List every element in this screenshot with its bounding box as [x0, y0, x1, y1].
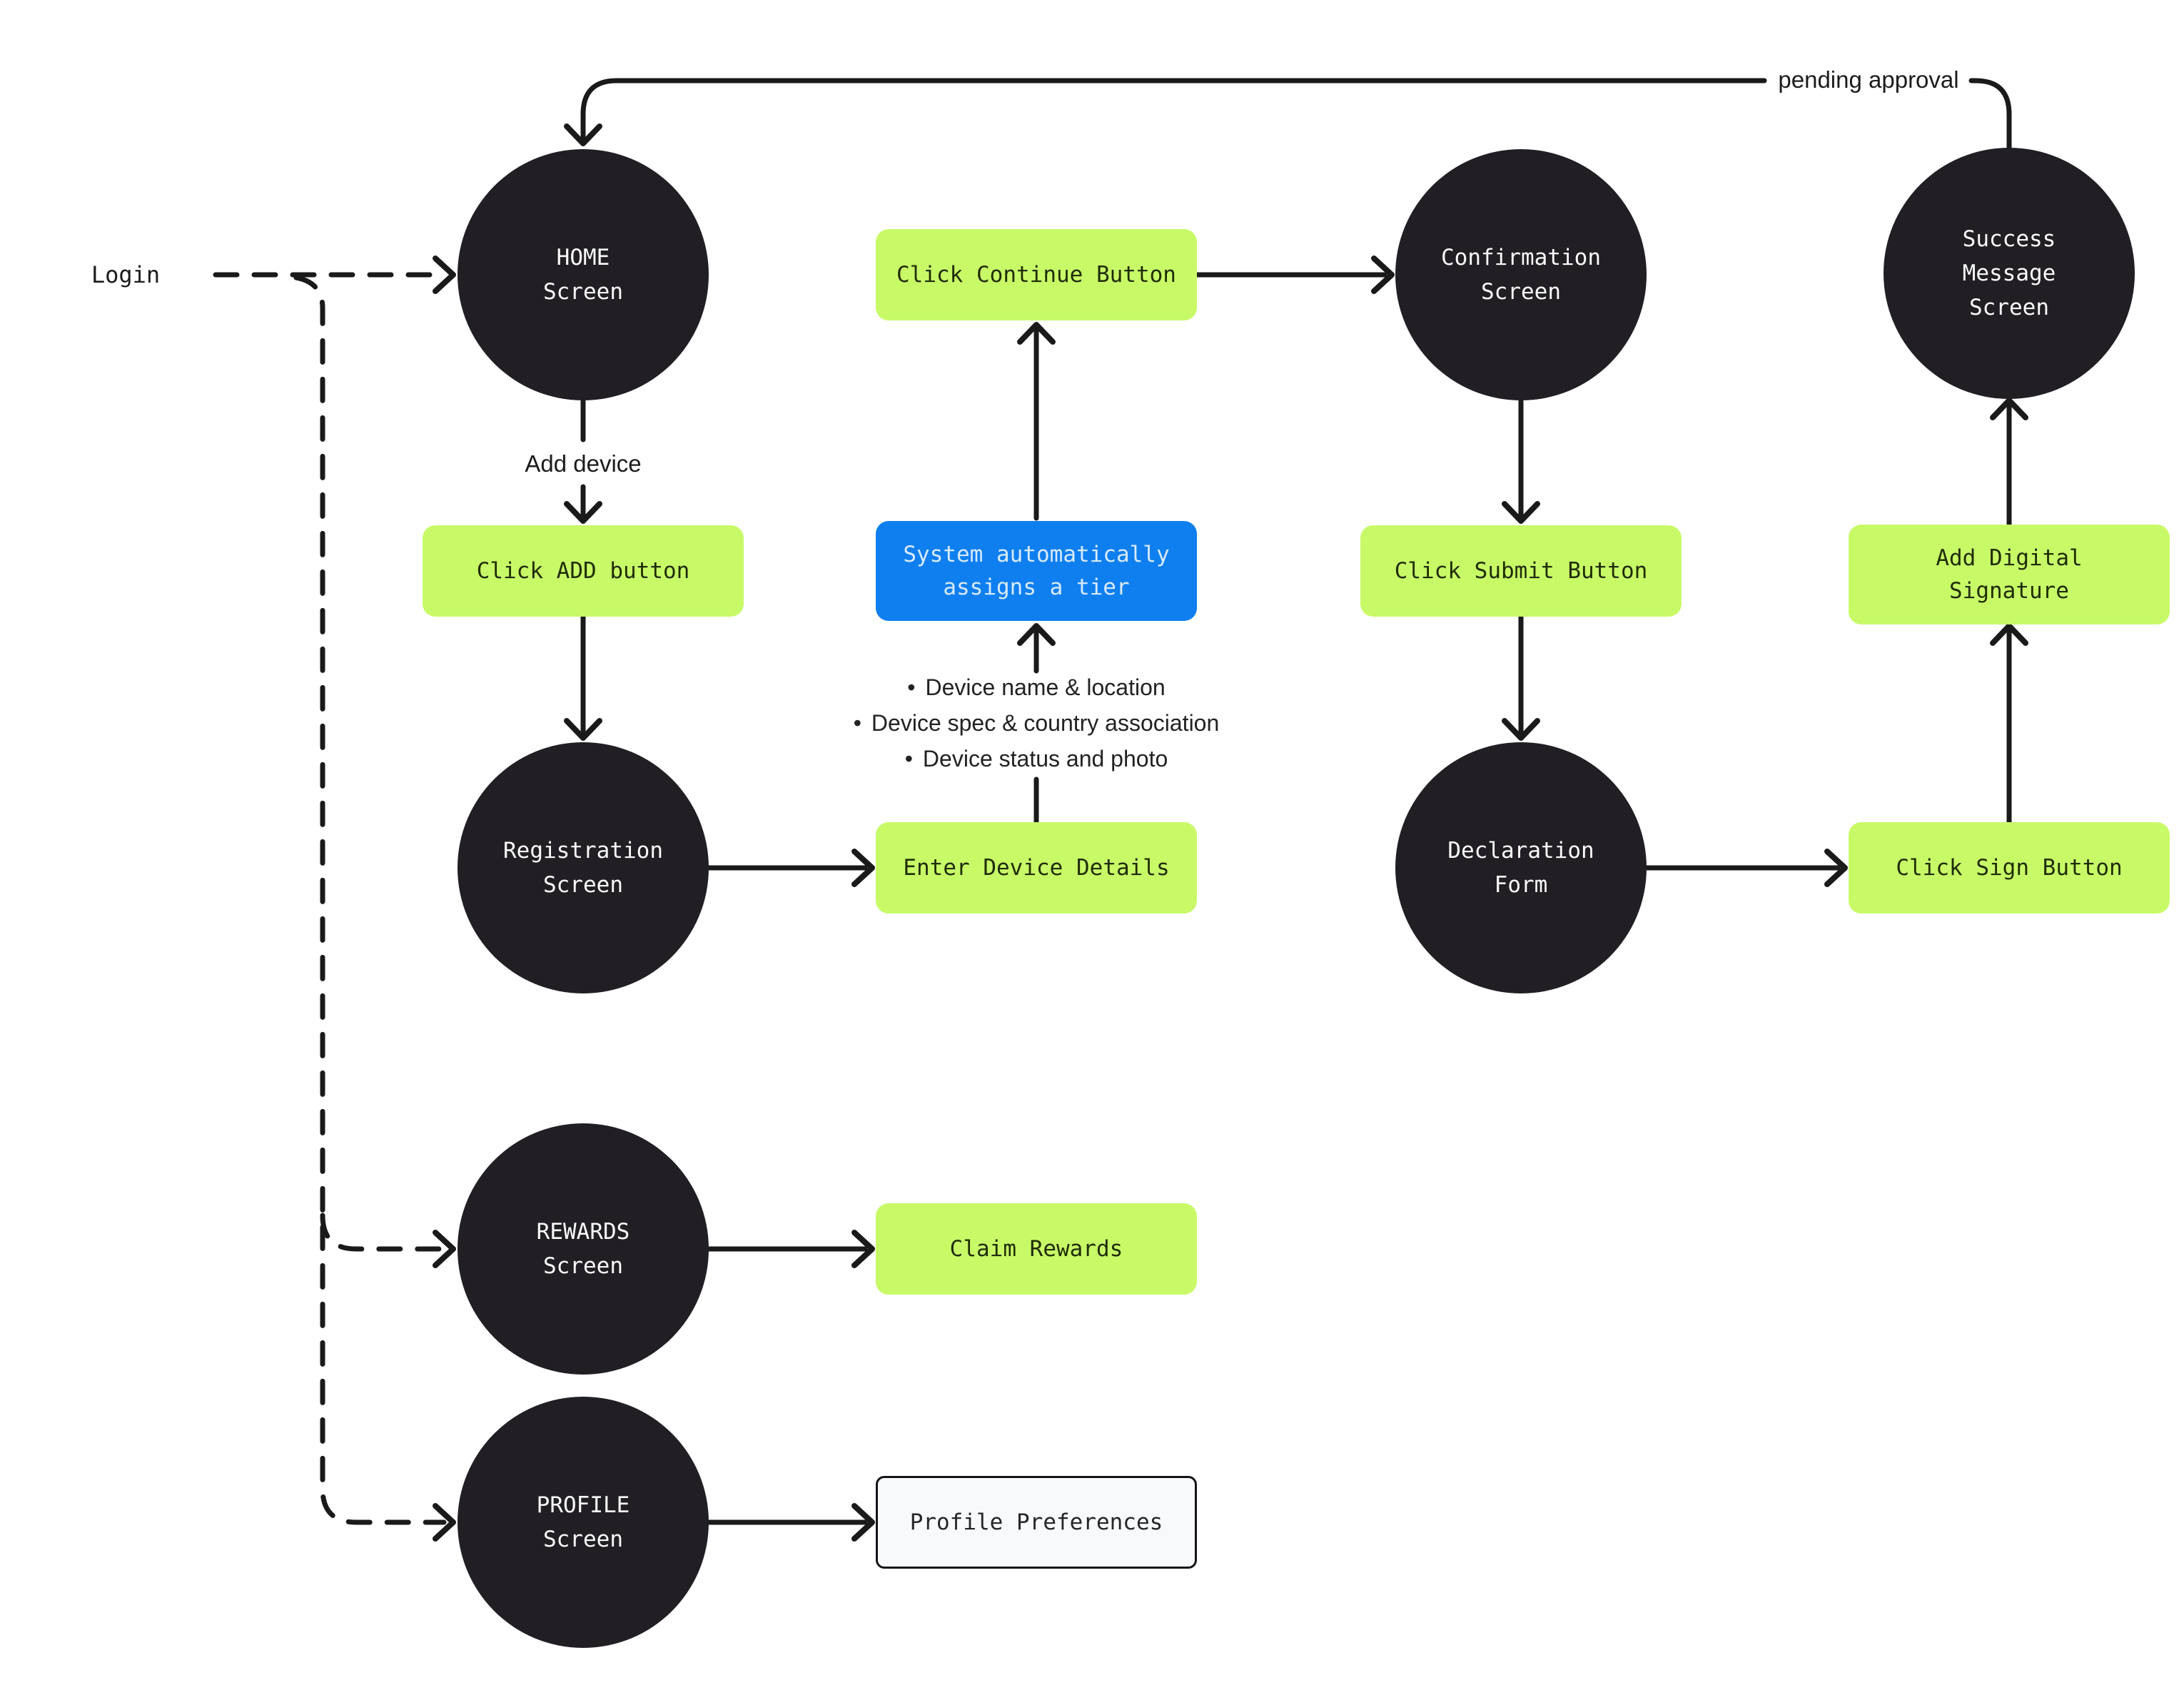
- pending-approval-edge-label: pending approval: [1778, 66, 1959, 93]
- profile-screen-node: PROFILE Screen: [457, 1397, 709, 1648]
- claim-rewards-node: Claim Rewards: [876, 1203, 1197, 1295]
- success-message-screen-node: Success Message Screen: [1884, 148, 2135, 399]
- system-assigns-tier-node: System automatically assigns a tier: [876, 521, 1197, 621]
- add-digital-signature-node: Add Digital Signature: [1849, 525, 2170, 624]
- arrowhead-login-home: [433, 255, 456, 294]
- click-continue-button-node: Click Continue Button: [876, 229, 1197, 320]
- arrowhead-confirmation-submit: [1502, 501, 1540, 524]
- arrowhead-addbtn-registration: [564, 718, 602, 741]
- bullet-dot-icon: •: [904, 746, 913, 771]
- arrowhead-rewards-claim: [851, 1230, 875, 1268]
- success-message-screen-label: Success Message Screen: [1962, 226, 2056, 320]
- arrowhead-submit-declaration: [1502, 718, 1540, 741]
- rewards-screen-label: REWARDS Screen: [536, 1219, 630, 1279]
- arrowhead-tier-continue: [1017, 322, 1056, 345]
- edge-success-loop-right: [1968, 78, 2012, 152]
- arrowhead-continue-confirmation: [1371, 255, 1395, 294]
- bullet-item: • Device spec & country association: [854, 705, 1220, 741]
- bullet-dot-icon: •: [853, 710, 861, 736]
- arrowhead-branch-rewards: [433, 1230, 456, 1268]
- declaration-form-label: Declaration Form: [1447, 838, 1594, 898]
- bullet-item-text: Device status and photo: [922, 746, 1168, 771]
- home-screen-node: HOME Screen: [457, 149, 709, 400]
- registration-screen-node: Registration Screen: [457, 742, 709, 993]
- profile-preferences-node: Profile Preferences: [876, 1476, 1197, 1569]
- edge-branch-rewards-dashed: [320, 1213, 447, 1252]
- arrowhead-bullets-tier: [1017, 623, 1056, 646]
- bullet-item-text: Device spec & country association: [871, 710, 1220, 736]
- profile-preferences-label: Profile Preferences: [909, 1509, 1163, 1535]
- enter-device-details-label: Enter Device Details: [903, 855, 1170, 881]
- edge-loop-left-home: [580, 78, 1767, 141]
- arrowhead-loop-home: [564, 123, 602, 146]
- click-submit-button-label: Click Submit Button: [1394, 558, 1648, 584]
- confirmation-screen-label: Confirmation Screen: [1441, 245, 1601, 305]
- login-edge-label: Login: [91, 261, 161, 288]
- enter-device-details-node: Enter Device Details: [876, 822, 1197, 914]
- arrowhead-profile-preferences: [851, 1503, 875, 1542]
- bullet-item: • Device name & location: [854, 669, 1220, 705]
- arrowhead-branch-profile: [433, 1503, 456, 1542]
- click-continue-button-label: Click Continue Button: [896, 262, 1176, 288]
- click-add-button-label: Click ADD button: [476, 558, 690, 584]
- bullet-item: • Device status and photo: [854, 741, 1220, 776]
- arrowhead-declaration-sign: [1824, 849, 1848, 887]
- device-details-bullet-list: • Device name & location • Device spec & c…: [854, 669, 1220, 776]
- registration-screen-label: Registration Screen: [503, 838, 663, 898]
- arrowhead-registration-enterdetails: [851, 849, 875, 887]
- arrowhead-sign-signature: [1990, 623, 2028, 646]
- click-sign-button-node: Click Sign Button: [1849, 822, 2170, 914]
- add-device-edge-label: Add device: [525, 450, 642, 477]
- bullet-item-text: Device name & location: [925, 674, 1166, 700]
- claim-rewards-label: Claim Rewards: [949, 1236, 1123, 1262]
- bullet-dot-icon: •: [907, 674, 916, 700]
- declaration-form-node: Declaration Form: [1395, 742, 1647, 993]
- system-assigns-tier-label: System automatically assigns a tier: [903, 542, 1170, 600]
- click-add-button-node: Click ADD button: [423, 525, 744, 617]
- home-screen-label: HOME Screen: [543, 245, 623, 305]
- arrowhead-addlabel-addbtn: [564, 501, 602, 524]
- confirmation-screen-node: Confirmation Screen: [1395, 149, 1647, 400]
- rewards-screen-node: REWARDS Screen: [457, 1123, 709, 1375]
- arrowhead-signature-success: [1990, 398, 2028, 420]
- profile-screen-label: PROFILE Screen: [536, 1492, 630, 1552]
- click-sign-button-label: Click Sign Button: [1896, 855, 2123, 881]
- click-submit-button-node: Click Submit Button: [1360, 525, 1682, 617]
- edge-login-branch-dashed: [293, 275, 447, 1525]
- add-digital-signature-label: Add Digital Signature: [1936, 545, 2083, 604]
